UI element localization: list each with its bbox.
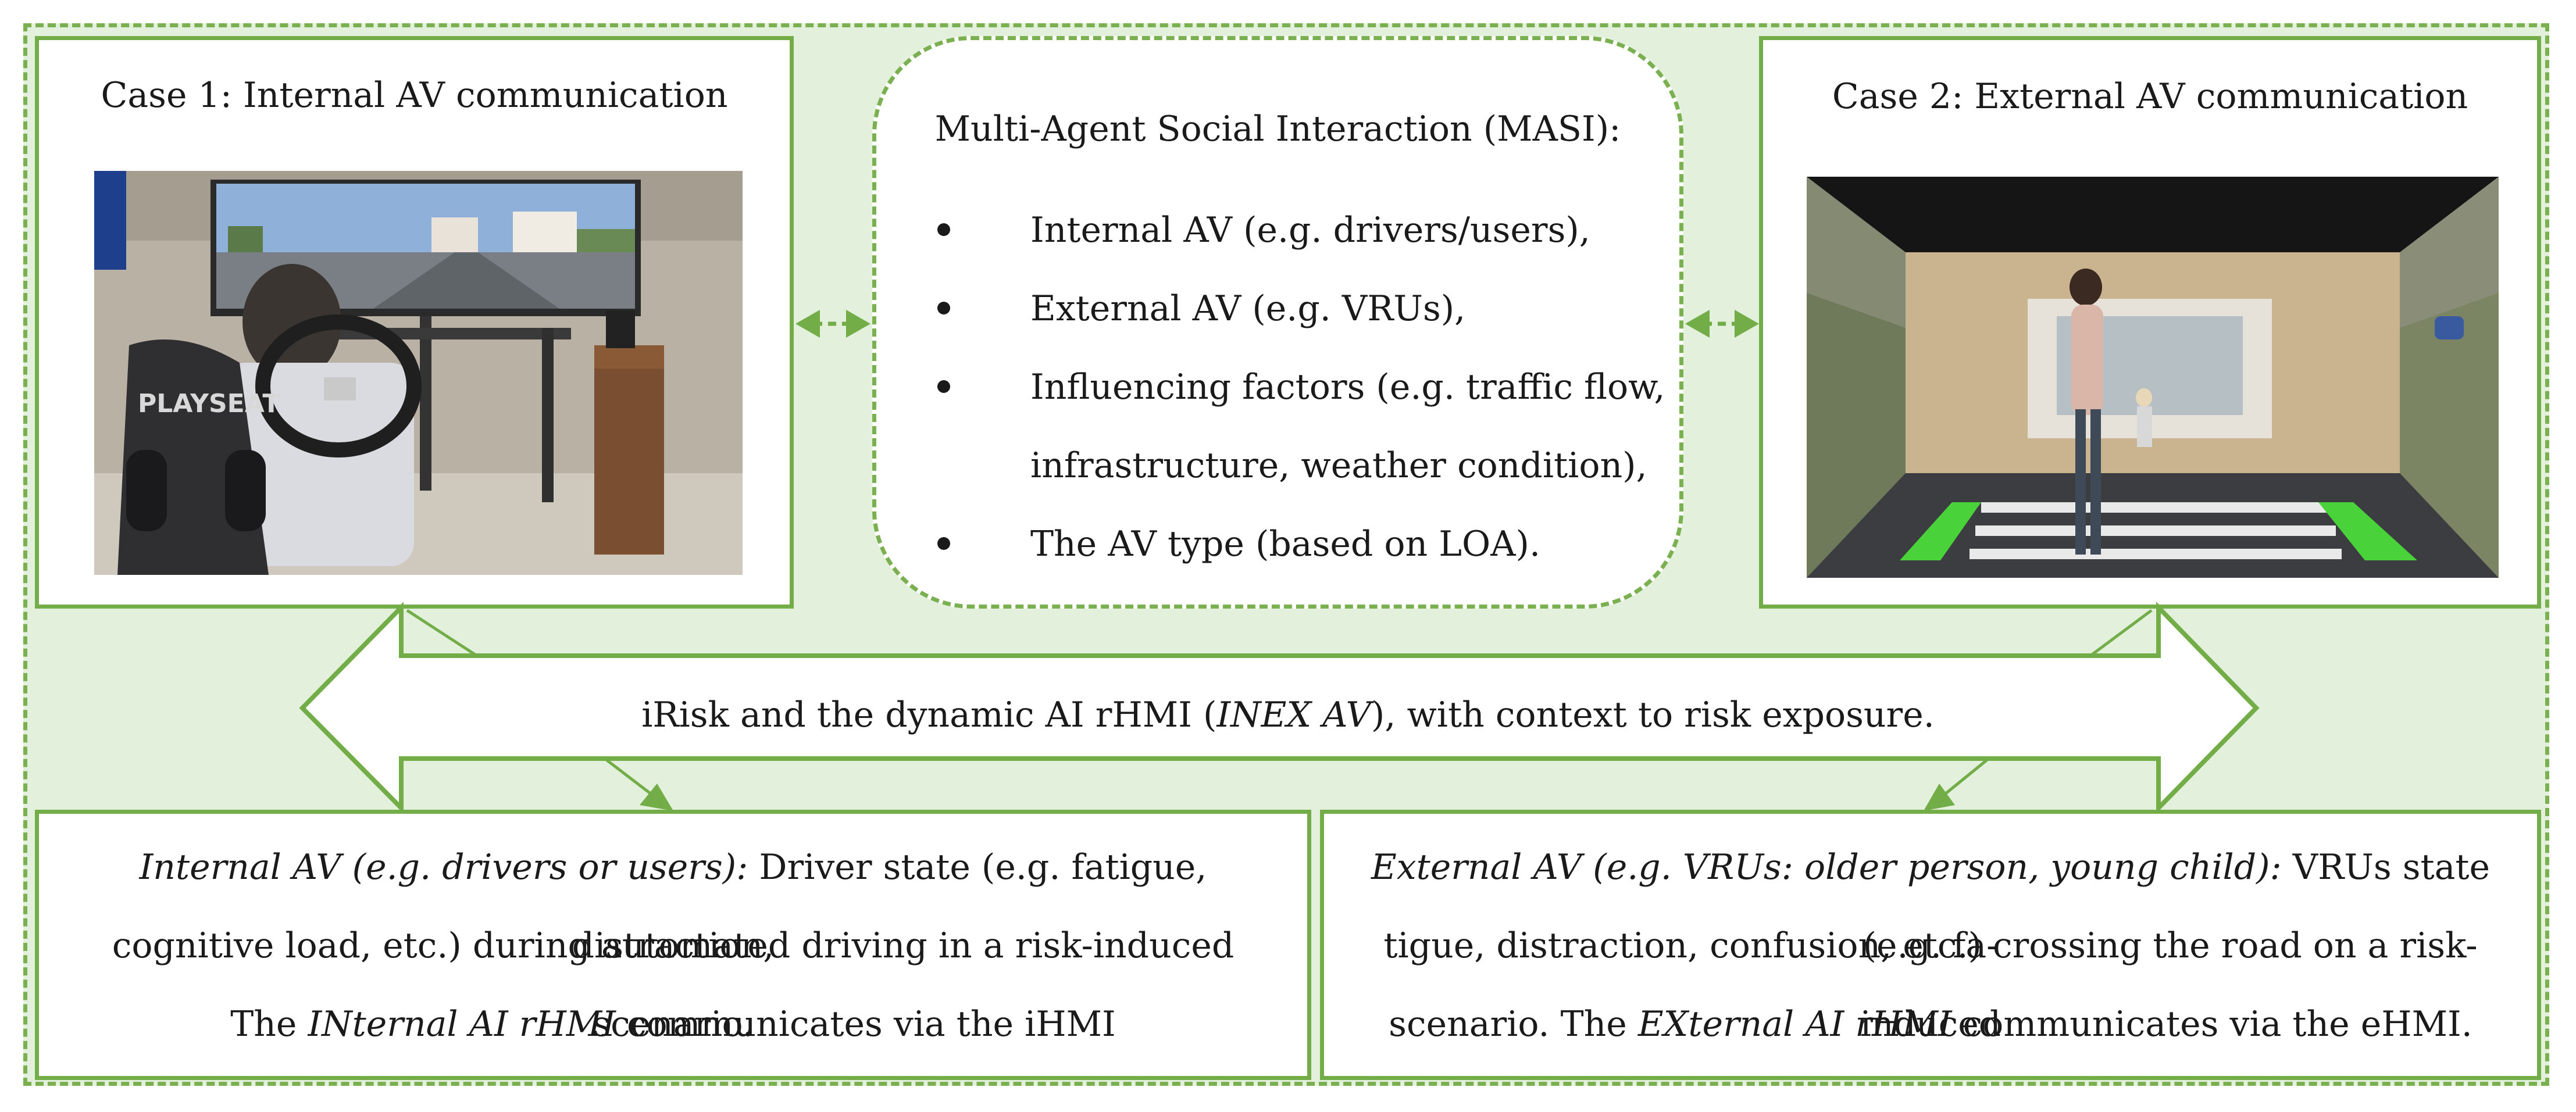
masi-item-internal: Internal AV (e.g. drivers/users),	[937, 191, 1665, 270]
crossing-simulator-photo	[1807, 177, 2499, 578]
external-av-box: External AV (e.g. VRUs: older person, yo…	[1320, 810, 2541, 1080]
masi-item-external: External AV (e.g. VRUs),	[937, 270, 1665, 348]
arrow-caption: iRisk and the dynamic AI rHMI (INEX AV),…	[641, 695, 1935, 735]
masi-item-av-type: The AV type (based on LOA).	[937, 505, 1665, 584]
driving-simulator-photo: PLAYSEAT	[94, 171, 743, 575]
left-dashed-connector-icon	[795, 310, 870, 338]
external-av-line2: tigue, distraction, confusion, etc.) cro…	[1383, 925, 2478, 1045]
internal-av-line2: cognitive load, etc.) during automated d…	[112, 925, 1235, 1045]
external-av-line3: scenario. The EXternal AI rHMI communica…	[1389, 1004, 2472, 1045]
masi-item-factors: Influencing factors (e.g. traffic flow,	[937, 348, 1665, 427]
case2-title: Case 2: External AV communication	[1832, 76, 2468, 117]
internal-av-box: Internal AV (e.g. drivers or users): Dri…	[35, 810, 1311, 1080]
masi-list: Internal AV (e.g. drivers/users), Extern…	[937, 191, 1665, 584]
bullet-icon	[937, 537, 950, 550]
right-dashed-connector-icon	[1685, 310, 1759, 338]
masi-box: Multi-Agent Social Interaction (MASI): I…	[872, 36, 1683, 609]
bullet-icon	[937, 302, 950, 314]
arrow-down-left-icon	[604, 757, 673, 811]
bullet-icon	[937, 380, 950, 393]
double-headed-arrow	[299, 602, 2260, 814]
seat-brand-label: PLAYSEAT	[138, 389, 280, 419]
masi-item-factors-cont: infrastructure, weather condition),	[1030, 445, 1647, 486]
masi-heading: Multi-Agent Social Interaction (MASI):	[934, 109, 1621, 149]
external-av-line1: External AV (e.g. VRUs: older person, yo…	[1371, 847, 2491, 966]
driving-simulator-illustration: PLAYSEAT	[94, 171, 743, 575]
internal-av-line3: The INternal AI rHMI communicates via th…	[230, 1004, 1116, 1045]
bullet-icon	[937, 223, 950, 236]
case1-box: Case 1: Internal AV communication	[35, 36, 794, 609]
arrow-down-right-icon	[1924, 757, 1990, 811]
internal-av-line1: Internal AV (e.g. drivers or users): Dri…	[139, 847, 1207, 966]
case2-box: Case 2: External AV communication	[1759, 36, 2541, 609]
pedestrian-crossing-illustration	[1807, 177, 2499, 578]
case1-title: Case 1: Internal AV communication	[101, 75, 728, 116]
